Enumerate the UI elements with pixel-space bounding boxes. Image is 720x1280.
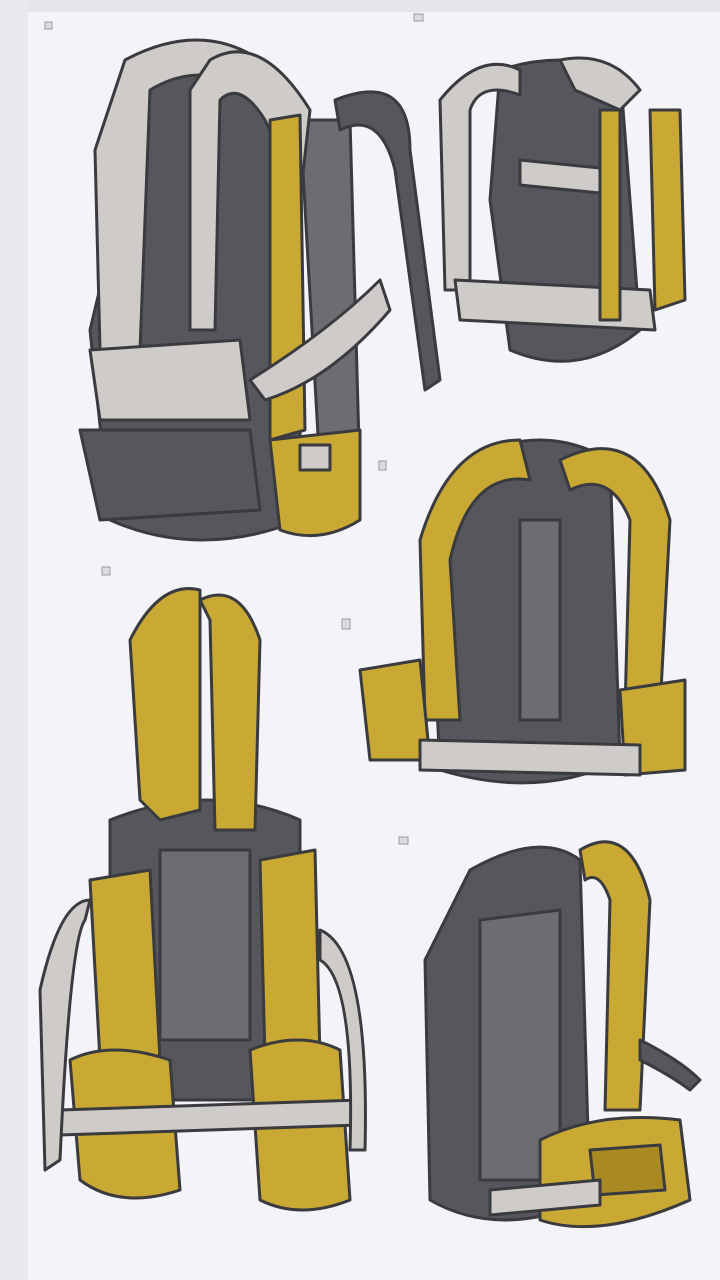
marker-square — [378, 460, 387, 471]
harness-top-right — [438, 56, 687, 363]
marker-square — [398, 836, 409, 845]
marker-square — [413, 13, 424, 22]
marker-squares — [44, 13, 424, 845]
harness-top-left — [78, 38, 442, 542]
marker-square — [44, 21, 53, 30]
frame-top-border — [28, 0, 720, 12]
frame-left-border — [0, 0, 28, 1280]
harness-bottom-left — [38, 587, 367, 1212]
marker-square — [101, 566, 111, 576]
harness-bottom-right — [423, 840, 702, 1229]
harness-middle-right — [358, 438, 687, 785]
marker-square — [341, 618, 351, 630]
